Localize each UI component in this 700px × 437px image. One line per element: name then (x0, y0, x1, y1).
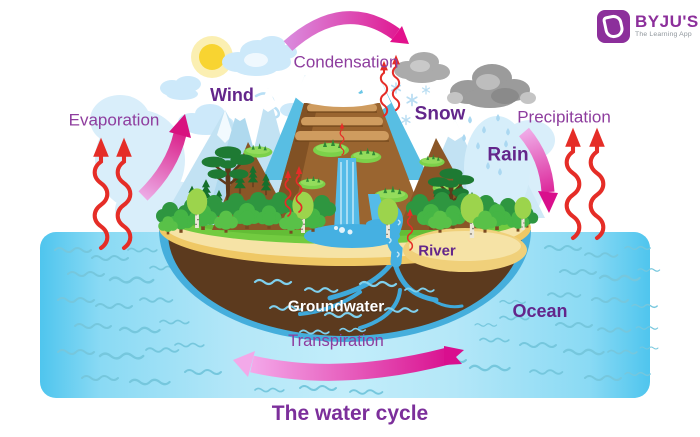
ocean-evaporation-arrows (565, 128, 605, 238)
byjus-badge-icon (597, 10, 630, 43)
byjus-logo: BYJU'S The Learning App (597, 10, 699, 43)
waterfall (304, 158, 400, 248)
label-precipitation: Precipitation (517, 107, 611, 127)
evaporation-to-wind-arrow (138, 114, 191, 201)
brand-tagline: The Learning App (635, 31, 692, 38)
label-snow: Snow (414, 103, 466, 125)
label-wind: Wind (210, 85, 254, 105)
condensation-arrow (283, 11, 409, 51)
precipitation-down-arrow (518, 127, 558, 213)
label-transpiration: Transpiration (288, 331, 384, 350)
label-rain: Rain (487, 144, 529, 166)
page-title: The water cycle (271, 402, 429, 425)
label-evaporation: Evaporation (68, 110, 160, 130)
label-river: River (418, 242, 456, 260)
transpiration-return-arrow (233, 346, 464, 381)
label-groundwater: Groundwater (287, 298, 385, 316)
storm-cloud-icon (394, 52, 536, 108)
cloud-icon (160, 36, 304, 135)
label-condensation: Condensation (293, 52, 399, 72)
brand-name: BYJU'S (635, 12, 699, 31)
sun-icon (191, 36, 233, 78)
label-ocean: Ocean (512, 301, 568, 321)
